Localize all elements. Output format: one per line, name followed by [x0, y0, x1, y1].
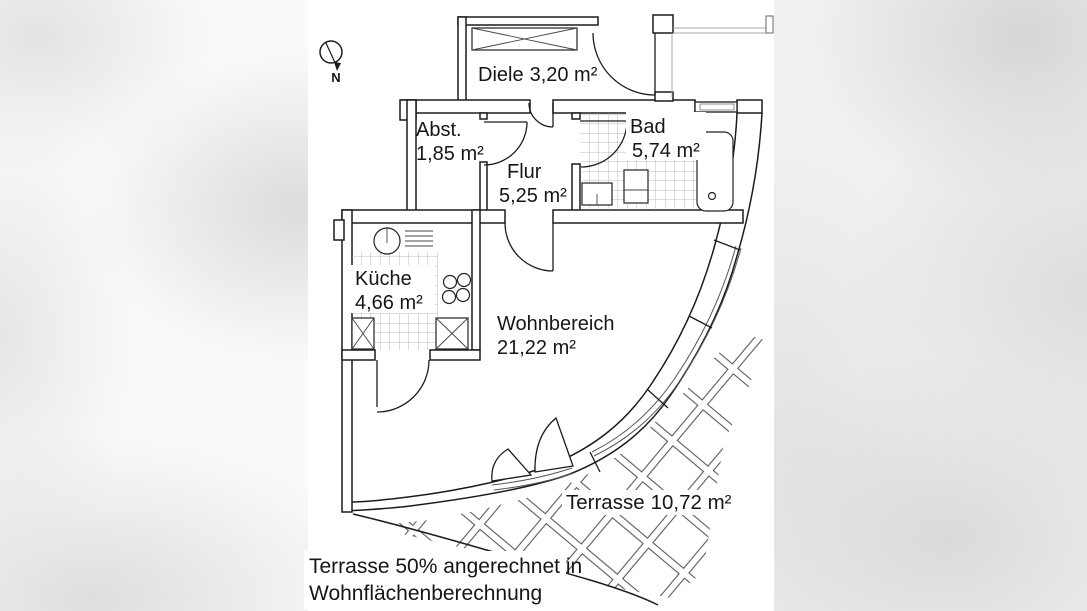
note-bg: [304, 551, 566, 609]
north-arrow-icon: N: [319, 40, 343, 85]
bad-label-bg: [626, 112, 706, 160]
background-blur-left: [0, 0, 308, 611]
walls: [333, 14, 763, 513]
terrace-note-line2: Wohnflächenberechnung: [309, 582, 542, 605]
room-label-flur-name: Flur: [507, 161, 542, 183]
curved-window-front: [491, 239, 742, 491]
bath-window: [694, 101, 738, 113]
storage-door: [483, 121, 528, 166]
room-label-bad-area: 5,74 m²: [632, 140, 700, 162]
room-label-bad-name: Bad: [630, 116, 666, 138]
background-blur-right: [774, 0, 1087, 611]
kitchen-counter: [351, 317, 469, 350]
cooktop: [441, 272, 472, 305]
terrace-double-door: [491, 416, 574, 482]
terrasse-label-bg: [562, 490, 748, 515]
diele-area: 3,20 m²: [530, 64, 598, 86]
room-label-wohnbereich-area: 21,22 m²: [497, 337, 576, 359]
compass-label: N: [331, 70, 340, 85]
room-label-terrasse: Terrasse 10,72 m²: [566, 491, 732, 514]
kitchen-door: [376, 359, 430, 413]
room-label-flur-area: 5,25 m²: [499, 185, 567, 207]
kitchen-vent: [405, 230, 433, 247]
room-label-kueche-area: 4,66 m²: [355, 292, 423, 314]
doors: [376, 32, 656, 482]
kueche-label-bg: [351, 265, 435, 313]
kitchen-sink: [373, 227, 401, 255]
diele-flur-door: [528, 102, 554, 128]
terrasse-area: 10,72 m²: [651, 491, 732, 514]
terrasse-name: Terrasse: [566, 491, 645, 514]
diele-name: Diele: [478, 64, 524, 86]
toilet: [623, 169, 649, 204]
terrace-note-line1: Terrasse 50% angerechnet in: [309, 555, 582, 578]
landing-boundary: [671, 15, 774, 97]
room-label-kueche-name: Küche: [355, 268, 412, 290]
washbasin: [581, 182, 613, 206]
room-label-diele: Diele 3,20 m²: [478, 64, 598, 86]
wardrobe: [471, 27, 578, 51]
entrance-door: [592, 32, 656, 96]
curved-wall-outer-edge: [344, 112, 763, 512]
room-label-abst-area: 1,85 m²: [416, 143, 484, 165]
room-label-abst-name: Abst.: [416, 119, 462, 141]
hall-living-door: [504, 222, 554, 272]
terrace-tiles: [368, 332, 765, 598]
curved-wall-inner-edge: [349, 112, 738, 503]
room-label-wohnbereich-name: Wohnbereich: [497, 313, 614, 335]
